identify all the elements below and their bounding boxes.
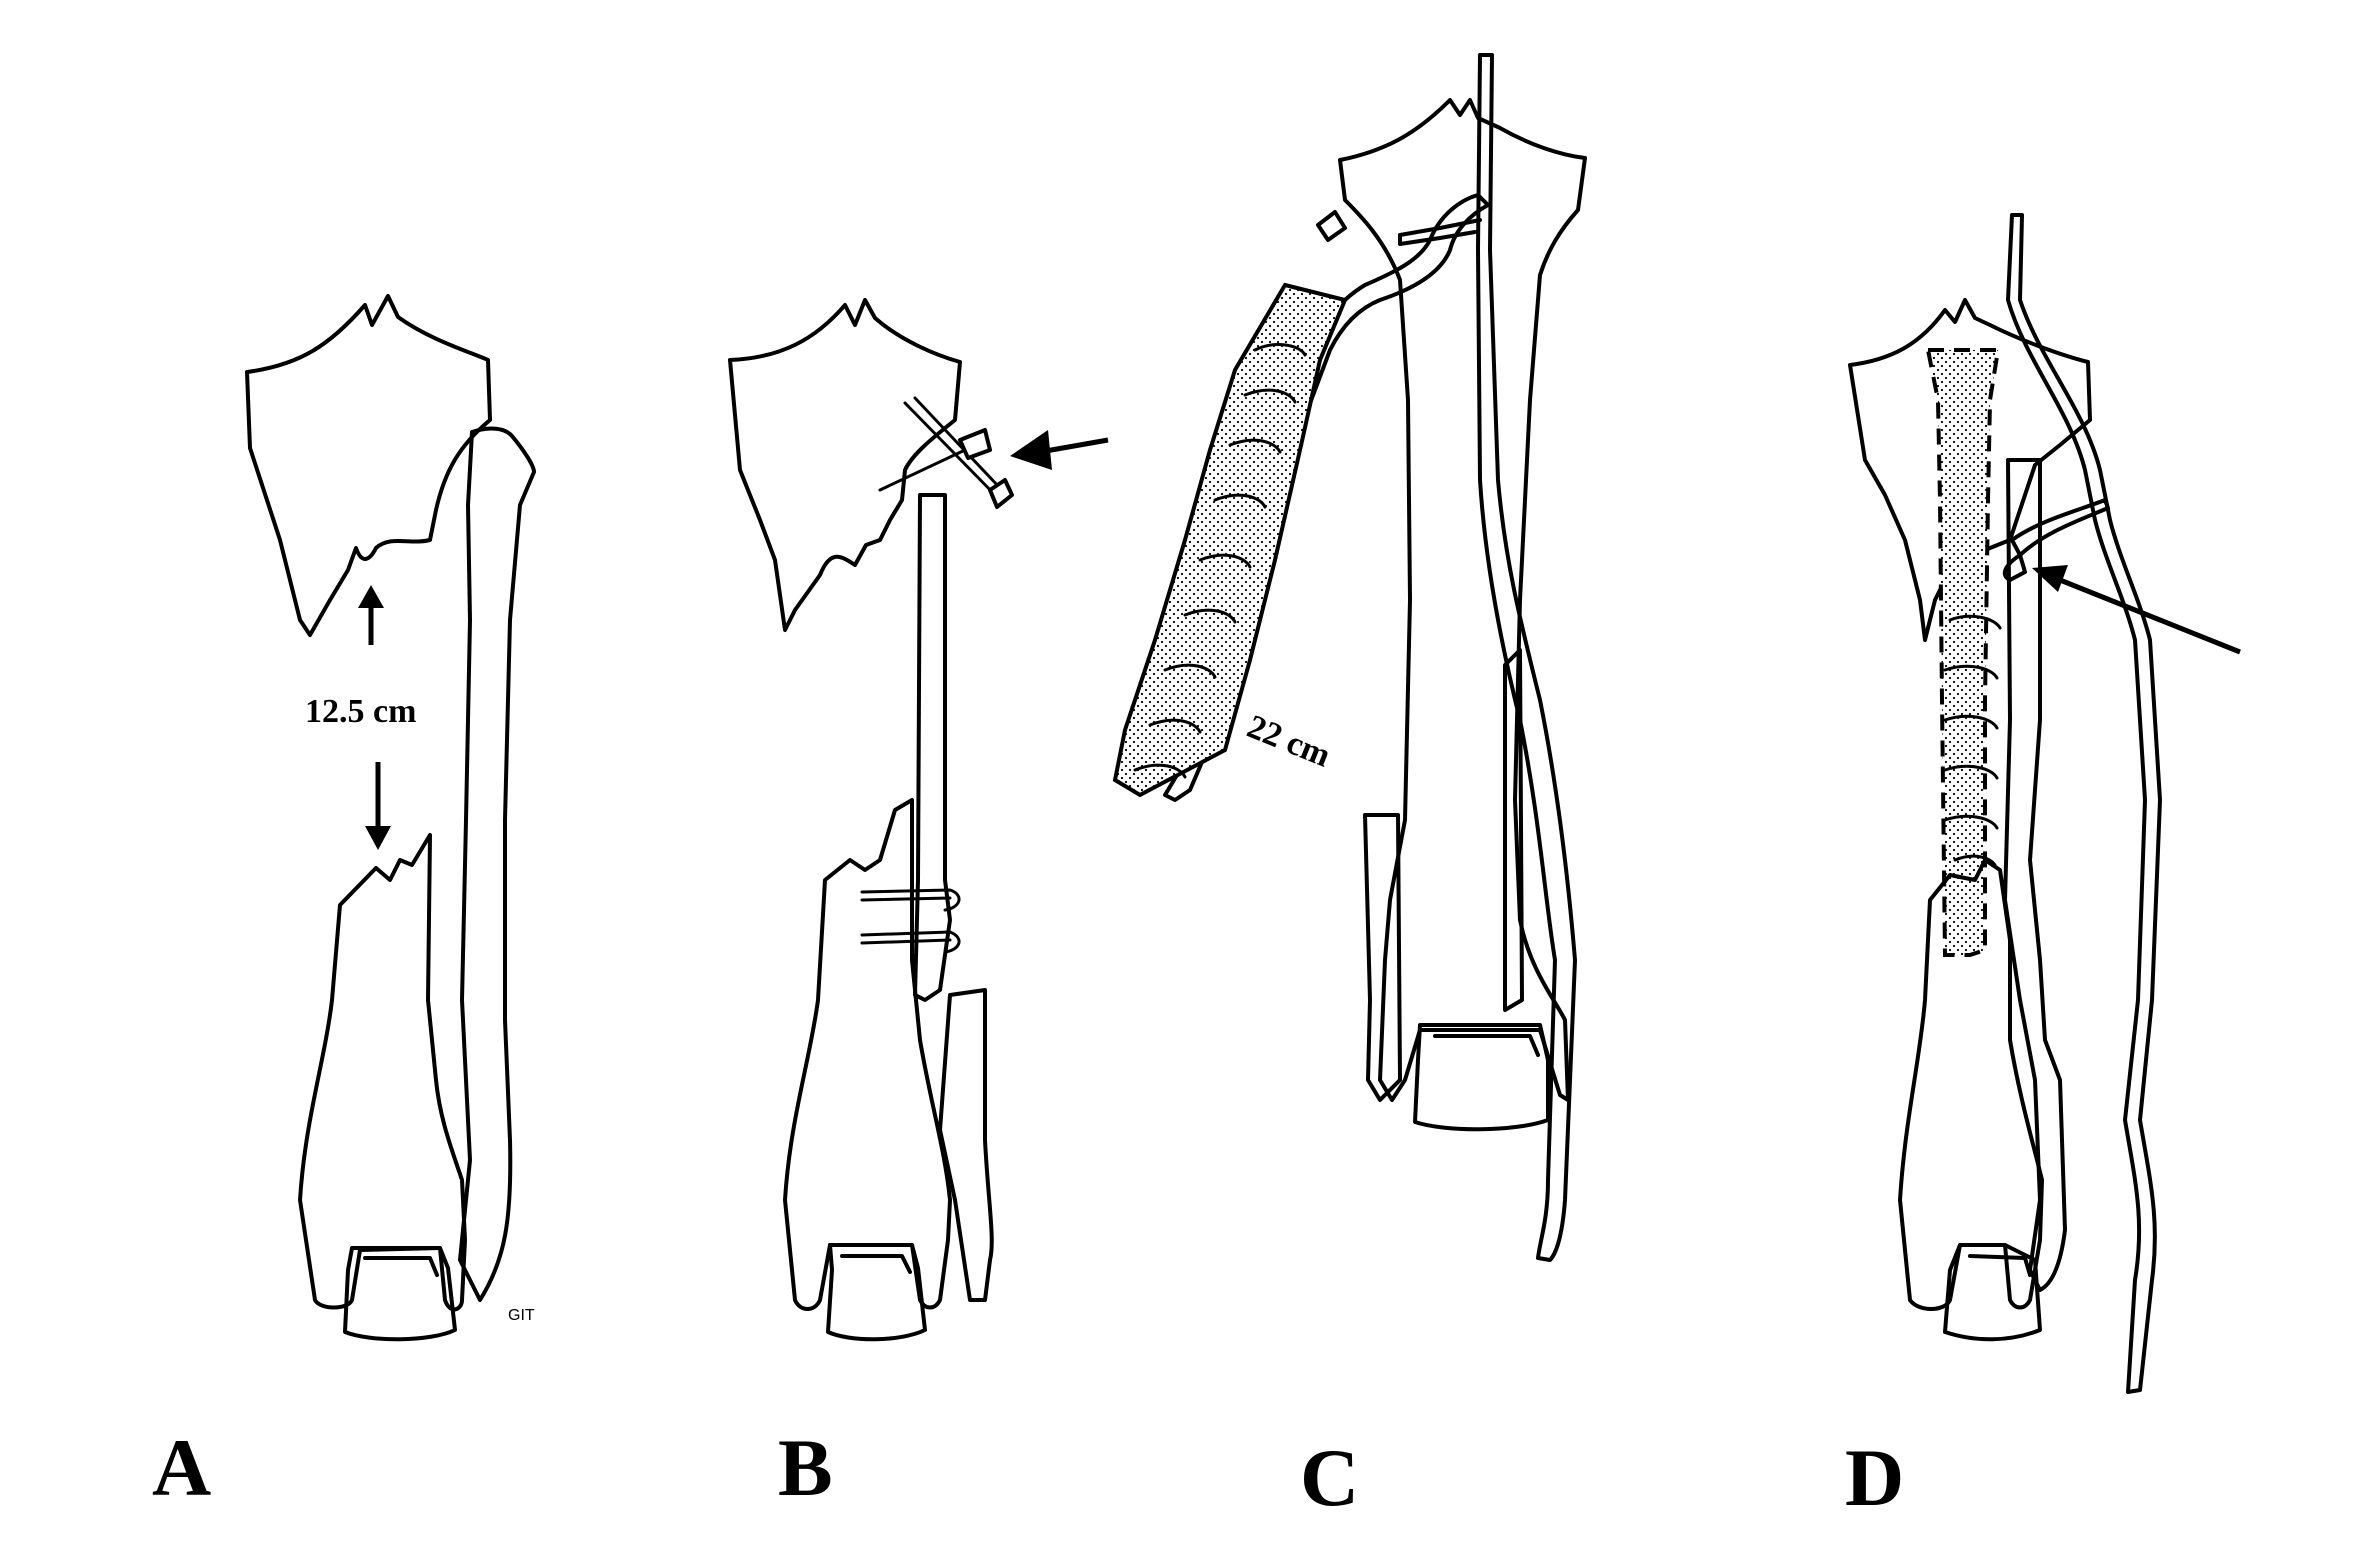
panel-a-arrowhead-up [358,585,384,608]
panel-c-fibula-remnant [1363,813,1402,1102]
panel-b-arrowhead [1010,430,1052,470]
panel-c-measurement: 22 cm [1242,708,1336,774]
panel-a-talus [343,1246,457,1342]
panel-d-vessel-main [2006,213,2162,1394]
panel-c-tibia [1338,98,1587,1102]
panel-c-talus [1413,1023,1550,1132]
panel-d-distal-tibia [1898,858,2044,1311]
panel-b-letter: B [778,1422,833,1513]
panel-a-signature: GIT [508,1307,535,1324]
panel-c-letter: C [1300,1432,1359,1523]
panel-a-arrowhead-down [365,826,391,850]
panel-a-fibula [458,426,536,1302]
panel-b-arrow [1039,437,1109,455]
panel-d-letter: D [1845,1432,1904,1523]
panel-a-distal-tibia [298,833,467,1312]
panel-b-talus [826,1243,927,1342]
panel-d: D [1845,213,2241,1523]
panel-d-arrowhead [2032,565,2068,592]
panel-a-proximal-tibia [245,294,492,637]
panel-c-vessel-main [1476,53,1577,1262]
panel-b-wire-1 [860,888,961,912]
panel-d-vessel-branch [2010,498,2110,557]
panel-a-letter: A [152,1422,211,1513]
panel-d-intramedullary-graft [1925,348,2001,957]
panel-b-screw-head [988,478,1014,509]
panel-a-talus-dome [363,1256,439,1277]
panel-d-arrow [2059,577,2241,655]
panel-b-fibula-graft [913,493,952,1002]
panel-c: 22 cm C [1112,53,1587,1523]
panel-b-wire-2 [860,930,961,954]
panel-b-fibula [938,988,994,1302]
panel-b-proximal-tibia [728,298,962,632]
panel-d-talus [1943,1243,2042,1342]
panel-c-fibula-remnant-2 [1503,648,1524,1012]
panel-d-fibula [2003,458,2067,1292]
panel-b-screw-shaft [903,401,1002,502]
panel-b: B [728,298,1109,1513]
panel-c-vessel-stub [1398,218,1482,246]
panel-a-measurement: 12.5 cm [305,693,416,730]
panel-c-fibular-graft [1112,282,1348,798]
panel-b-distal-tibia [783,798,952,1311]
panel-a: 12.5 cm GIT A [152,294,536,1513]
panel-b-screw-2 [878,448,967,492]
